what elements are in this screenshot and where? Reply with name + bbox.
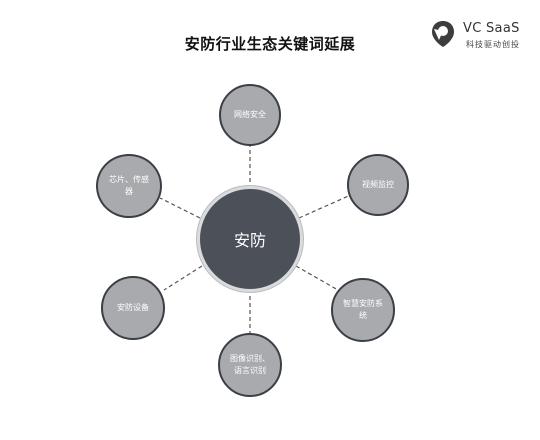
- page-title: 安防行业生态关键词延展: [184, 35, 356, 53]
- brand-logo: VC SaaS 科技驱动创投: [430, 18, 530, 54]
- keyword-node-label: 视频监控: [362, 180, 394, 189]
- keyword-node-video-surveillance: 视频监控: [347, 154, 409, 216]
- keyword-node-label: 芯片、传感器: [109, 175, 149, 196]
- keyword-node-security-equipment: 安防设备: [101, 276, 165, 340]
- keyword-node-label: 网络安全: [234, 110, 266, 119]
- connector-line: [163, 265, 203, 291]
- connector-line: [159, 197, 201, 219]
- center-node: 安防: [197, 186, 303, 292]
- brand-tagline: 科技驱动创投: [466, 40, 520, 49]
- keyword-node-smart-security-system: 智慧安防系统: [331, 278, 395, 342]
- location-pin-icon: [432, 21, 454, 47]
- connector-line: [298, 193, 354, 219]
- keyword-node-label: 智慧安防系统: [343, 299, 383, 320]
- brand-name: VC SaaS: [463, 21, 520, 36]
- keyword-node-label: 图像识别、语言识别: [230, 354, 270, 375]
- keyword-node-image-recognition: 图像识别、语言识别: [218, 333, 282, 397]
- center-node-label: 安防: [233, 231, 266, 250]
- keyword-node-label: 安防设备: [117, 303, 149, 312]
- keyword-node-chips-sensors: 芯片、传感器: [96, 154, 162, 218]
- keyword-node-network-security: 网络安全: [219, 84, 281, 146]
- connector-line: [295, 265, 339, 291]
